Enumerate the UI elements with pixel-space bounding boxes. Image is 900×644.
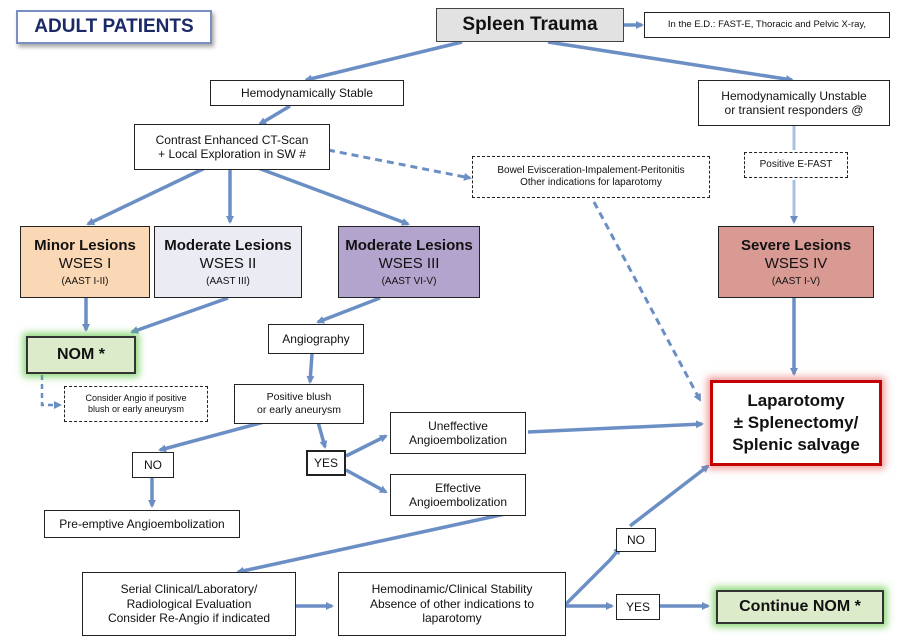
arrow-trauma-to-unstable (547, 40, 794, 84)
laparotomy-line1: Laparotomy (747, 390, 845, 410)
consider-angio-line2: blush or early aneurysm (87, 404, 185, 414)
hemodinamic-line3: laparotomy (422, 611, 482, 626)
serial-evaluation-box: Serial Clinical/Laboratory/ Radiological… (82, 572, 296, 636)
yes-box-angio: YES (306, 450, 346, 476)
hemo-stable-box: Hemodynamically Stable (210, 80, 404, 106)
arrow-ct-to-bowel (327, 148, 472, 181)
effective-angioembolization-box: Effective Angioembolization (390, 474, 526, 516)
arrow-bowel-to-lap (592, 201, 702, 402)
arrow-effective-to-serial (236, 512, 506, 575)
moderate-lesions-iii-box: Moderate Lesions WSES III (AAST VI-V) (338, 226, 480, 298)
yes-box-stability: YES (616, 594, 660, 620)
laparotomy-line3: Splenic salvage (732, 435, 860, 455)
positive-blush-line1: Positive blush (266, 391, 332, 404)
laparotomy-line2: ± Splenectomy/ (733, 412, 859, 432)
effective-line2: Angioembolization (408, 495, 508, 509)
arrow-trauma-to-stable (304, 40, 463, 83)
serial-line3: Consider Re-Angio if indicated (107, 611, 271, 626)
arrow-uneffective-to-lap (527, 420, 704, 434)
effective-line1: Effective (435, 480, 481, 495)
ct-scan-line2: + Local Exploration in SW # (158, 147, 306, 161)
angiography-box: Angiography (268, 324, 364, 354)
arrow-moderate3-to-angio (316, 296, 381, 324)
minor-lesions-name: Minor Lesions (34, 236, 136, 254)
positive-blush-line2: or early aneurysm (256, 404, 342, 416)
moderate-ii-grade: WSES II (199, 254, 257, 272)
serial-line1: Serial Clinical/Laboratory/ (120, 582, 258, 597)
hemo-unstable-box: Hemodynamically Unstable or transient re… (698, 80, 890, 126)
bowel-line2: Other indications for laparotomy (520, 177, 662, 188)
arrow-moderate2-to-nom (130, 296, 229, 334)
severe-name: Severe Lesions (740, 236, 852, 254)
laparotomy-box: Laparotomy ± Splenectomy/ Splenic salvag… (710, 380, 882, 466)
bowel-indications-box: Bowel Evisceration-Impalement-Peritoniti… (472, 156, 710, 198)
arrow-stable-to-ct (258, 104, 291, 126)
severe-grade: WSES IV (764, 254, 828, 272)
arrow-yes-to-uneffective (345, 434, 388, 458)
moderate-ii-aast: (AAST III) (206, 275, 250, 287)
moderate-iii-name: Moderate Lesions (345, 236, 473, 254)
arrow-nom-to-consider (40, 375, 62, 409)
arrow-ct-to-minor (86, 166, 206, 226)
arrow-yes-to-effective (345, 468, 388, 494)
hemodinamic-stability-box: Hemodinamic/Clinical Stability Absence o… (338, 572, 566, 636)
ct-scan-box: Contrast Enhanced CT-Scan + Local Explor… (134, 124, 330, 170)
positive-efast-box: Positive E-FAST (744, 152, 848, 178)
uneffective-angioembolization-box: Uneffective Angioembolization (390, 412, 526, 454)
arrow-blush-to-no (158, 420, 265, 453)
serial-line2: Radiological Evaluation (126, 596, 252, 611)
minor-lesions-aast: (AAST I-II) (61, 275, 109, 287)
arrow-hemodinamic-to-no (564, 546, 622, 606)
preemptive-angioembolization-box: Pre-emptive Angioembolization (44, 510, 240, 538)
minor-lesions-box: Minor Lesions WSES I (AAST I-II) (20, 226, 150, 298)
severe-lesions-box: Severe Lesions WSES IV (AAST I-V) (718, 226, 874, 298)
hemodinamic-line2: Absence of other indications to (369, 596, 535, 611)
arrow-ct-to-moderate3 (257, 166, 410, 226)
ed-note-box: In the E.D.: FAST-E, Thoracic and Pelvic… (644, 12, 890, 38)
minor-lesions-grade: WSES I (58, 254, 112, 272)
hemo-unstable-line1: Hemodynamically Unstable (721, 88, 867, 103)
arrow-blush-to-yes (316, 421, 328, 449)
arrow-angio-to-blush (306, 353, 315, 384)
no-box-angio: NO (132, 452, 174, 478)
page-title: ADULT PATIENTS (16, 10, 212, 44)
consider-angio-line1: Consider Angio if positive (85, 393, 187, 404)
moderate-lesions-ii-box: Moderate Lesions WSES II (AAST III) (154, 226, 302, 298)
consider-angio-box: Consider Angio if positive blush or earl… (64, 386, 208, 422)
no-box-stability: NO (616, 528, 656, 552)
positive-blush-box: Positive blush or early aneurysm (234, 384, 364, 424)
nom-box: NOM * (26, 336, 136, 374)
moderate-ii-name: Moderate Lesions (164, 236, 292, 254)
moderate-iii-aast: (AAST VI-V) (381, 275, 437, 287)
severe-aast: (AAST I-V) (771, 275, 821, 287)
spleen-trauma-box: Spleen Trauma (436, 8, 624, 42)
continue-nom-box: Continue NOM * (716, 590, 884, 624)
moderate-iii-grade: WSES III (378, 254, 440, 272)
hemo-unstable-line2: or transient responders @ (724, 103, 864, 117)
hemodinamic-line1: Hemodinamic/Clinical Stability (371, 582, 533, 597)
ct-scan-line1: Contrast Enhanced CT-Scan (155, 132, 309, 147)
arrow-no-to-lap (628, 464, 710, 528)
uneffective-line1: Uneffective (428, 418, 488, 433)
uneffective-line2: Angioembolization (408, 433, 508, 447)
bowel-line1: Bowel Evisceration-Impalement-Peritoniti… (497, 165, 685, 176)
